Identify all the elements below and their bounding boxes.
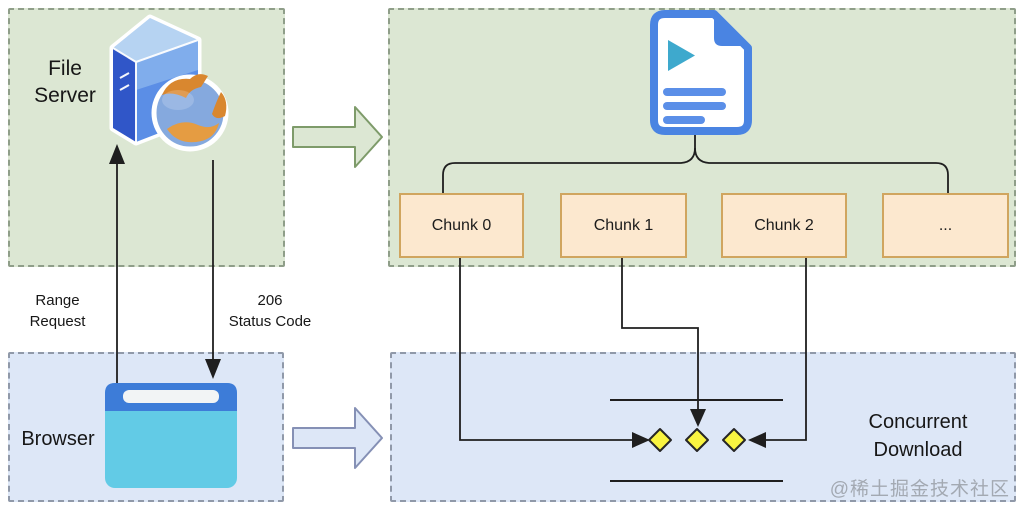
chunk0-download-arrow xyxy=(459,258,650,448)
chunk-node: Chunk 0 xyxy=(399,193,524,258)
play-icon xyxy=(668,40,695,71)
status-code-arrow xyxy=(205,160,221,379)
range-request-arrow xyxy=(109,144,125,383)
yellow-diamond-icon xyxy=(722,428,746,452)
browser-label: Browser xyxy=(21,428,95,450)
yellow-diamond-icon xyxy=(685,428,709,452)
address-bar xyxy=(123,390,219,403)
chunk2-download-arrow xyxy=(748,258,807,448)
chunk-label: ... xyxy=(938,216,953,234)
chunk-label: Chunk 2 xyxy=(754,216,814,234)
range-request-label: Range Request xyxy=(29,292,86,330)
document-icon xyxy=(650,10,752,135)
yellow-diamond-icon xyxy=(648,428,672,452)
status-code-label: 206 Status Code xyxy=(228,292,312,330)
file-split-connector xyxy=(442,131,949,193)
chunk-diamond-markers xyxy=(648,428,746,452)
block-arrow-right-green-icon xyxy=(292,106,383,168)
chunk-label: Chunk 1 xyxy=(593,216,654,234)
watermark: @稀土掘金技术社区 xyxy=(829,479,1010,500)
chunk-label: Chunk 0 xyxy=(431,216,492,234)
chunk-node: Chunk 1 xyxy=(560,193,687,258)
concurrent-download-label: Concurrent Download xyxy=(868,411,968,461)
browser-icon xyxy=(105,383,237,488)
merge-target-lines xyxy=(610,399,783,482)
chunk-node: ... xyxy=(882,193,1009,258)
globe-icon xyxy=(151,74,229,152)
chunk1-download-arrow xyxy=(621,258,706,427)
file-server-label: File Server xyxy=(34,57,96,107)
server-icon xyxy=(109,14,229,152)
chunk-node: Chunk 2 xyxy=(721,193,847,258)
concurrent-download-box xyxy=(390,352,1016,502)
block-arrow-right-blue-icon xyxy=(292,407,383,469)
